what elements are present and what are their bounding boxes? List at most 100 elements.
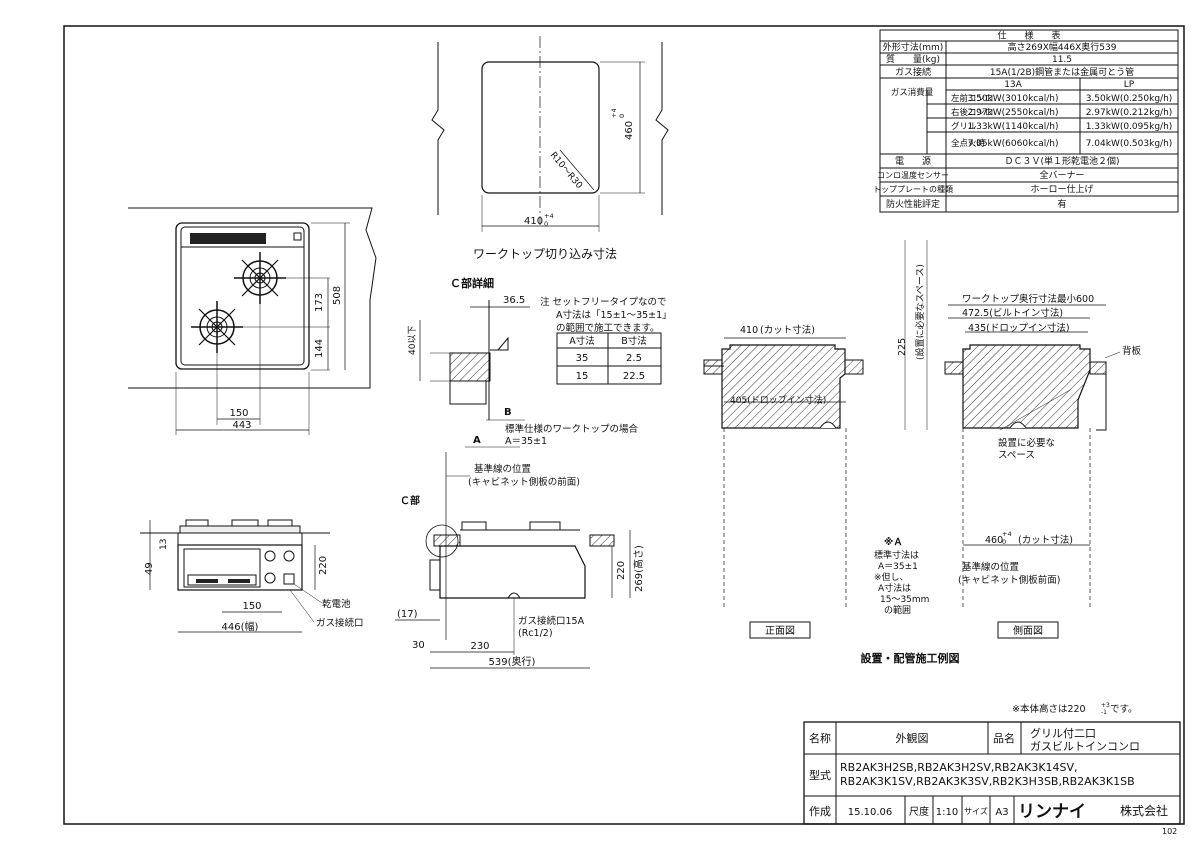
cutout-dim-460: 460 <box>624 121 635 140</box>
install-note-line: ※但し、 <box>874 571 909 583</box>
tb-product-label: 品名 <box>993 731 1015 745</box>
spec-title: 仕 様 表 <box>997 30 1060 42</box>
install-dim-225: 225 <box>897 338 908 356</box>
sheet-number: 102 <box>1162 827 1177 836</box>
gas-row-label: 全点火時 <box>951 138 986 149</box>
gas-row-lp: 1.33kW(0.095kg/h) <box>1086 122 1173 132</box>
gas-13a-header: 13A <box>1004 80 1022 90</box>
front-body <box>177 544 303 591</box>
cutout-tol-plus: +4 <box>610 108 618 118</box>
cutout-dim-410: 410 <box>524 216 543 227</box>
top-dim-144: 144 <box>314 339 325 358</box>
c-note-line: 注 セットフリータイプなので <box>540 296 667 308</box>
gas-row-lp: 7.04kW(0.503kg/h) <box>1086 139 1173 149</box>
height-note: ※本体高さは220 <box>1012 703 1086 715</box>
gas-row-label: グリル <box>951 121 977 132</box>
gas-row-13a: 2.97kW(2550kcal/h) <box>968 108 1059 118</box>
tb-name-label: 名称 <box>809 731 831 745</box>
top-dim-150: 150 <box>229 408 248 419</box>
side-dim-230: 230 <box>470 641 489 652</box>
install-note-a: ※Ａ <box>884 537 903 548</box>
c-table-cell: 22.5 <box>623 371 645 382</box>
company-suffix: 株式会社 <box>1120 803 1168 818</box>
spec-row-label: 外形寸法(mm) <box>883 41 944 53</box>
gas-row-13a: 3.50kW(3010kcal/h) <box>968 94 1059 104</box>
c-std-note: 標準仕様のワークトップの場合 <box>505 423 639 435</box>
spec-row-label: トッププレートの種類 <box>873 184 953 194</box>
top-plate <box>175 222 310 370</box>
top-view: 173 144 508 150 443 <box>128 207 377 435</box>
install-side-cut-label: (カット寸法) <box>1018 534 1073 546</box>
gas-row-lp: 3.50kW(0.250kg/h) <box>1086 94 1173 104</box>
cutout-tol-zero: 0 <box>618 114 626 118</box>
front-dim-13: 13 <box>159 539 169 550</box>
install-side-label: 側面図 <box>1013 624 1043 637</box>
spec-row-value: ホーロー仕上げ <box>1030 183 1093 195</box>
c-dim-40: 40以下 <box>408 326 418 355</box>
install-ref-1: 基準線の位置 <box>962 561 1019 573</box>
spec-row-label: ガス接続 <box>895 66 931 78</box>
side-dim-269: 269(高さ) <box>632 545 645 592</box>
burner-front-left <box>191 301 243 353</box>
tb-scale-value: 1:10 <box>936 807 958 818</box>
c-dim-36-5: 36.5 <box>503 295 525 306</box>
c-label-a: A <box>473 435 481 446</box>
install-front-cut: 410 <box>740 325 758 336</box>
side-dim-539: 539(奥行) <box>489 655 536 668</box>
top-dim-173: 173 <box>314 293 325 312</box>
install-caption: 設置・配管施工例図 <box>861 651 960 665</box>
install-space-1: 設置に必要な <box>998 437 1055 449</box>
install-back-plate: 背板 <box>1122 345 1142 357</box>
install-ref-2: (キャビネット側板前面) <box>958 574 1060 586</box>
c-detail-title: Ｃ部詳細 <box>450 276 494 290</box>
install-space-vertical: (設置に必要なスペース) <box>914 264 926 360</box>
side-c-label: Ｃ部 <box>400 494 420 507</box>
c-note-line: の範囲で施工できます。 <box>556 322 660 334</box>
company-logo: リンナイ <box>1018 802 1086 822</box>
height-note-tol2: -1 <box>1101 709 1107 716</box>
spec-row-label: 電 源 <box>895 156 931 167</box>
front-dim-220: 220 <box>318 556 329 575</box>
ref-line-2: (キャビネット側板の前面) <box>468 476 580 488</box>
install-note-line: の範囲 <box>884 604 911 616</box>
c-table-cell: 2.5 <box>626 353 642 364</box>
cutout-caption: ワークトップ切り込み寸法 <box>473 247 617 261</box>
c-note-line: A寸法は「15±1～35±1」 <box>556 309 672 321</box>
reference-line-note: 基準線の位置 (キャビネット側板の前面) <box>445 452 580 640</box>
tb-model-1: RB2AK3H2SB,RB2AK3H2SV,RB2AK3K14SV, <box>840 761 1078 774</box>
spec-row-label: 質 量(kg) <box>886 53 940 65</box>
side-dim-30: 30 <box>412 640 425 651</box>
title-block: 名称 外観図 品名 グリル付二口 ガスビルトインコンロ 型式 RB2AK3H2S… <box>803 721 1181 825</box>
gas-lp-header: LP <box>1124 80 1135 90</box>
spec-row-value: 高さ269X幅446X奥行539 <box>1008 41 1117 53</box>
c-table-head: B寸法 <box>621 335 647 347</box>
front-gas-port-label: ガス接続口 <box>316 617 364 629</box>
gas-row-lp: 2.97kW(0.212kg/h) <box>1086 108 1173 118</box>
front-battery-label: 乾電池 <box>322 598 351 610</box>
install-drop-435: 435(ドロップイン寸法) <box>968 322 1070 334</box>
spec-row-value: 有 <box>1057 198 1066 210</box>
ref-line-1: 基準線の位置 <box>474 463 531 475</box>
height-note-suffix: です。 <box>1110 704 1138 715</box>
tb-size-value: A3 <box>995 807 1008 818</box>
tb-name-value: 外観図 <box>896 731 929 745</box>
spec-row-value: 全バーナー <box>1039 169 1084 181</box>
top-dim-508: 508 <box>332 286 343 305</box>
cutout-tol-zero: 0 <box>544 220 548 228</box>
top-dim-443: 443 <box>232 420 251 431</box>
top-vent <box>190 233 266 244</box>
install-front-cut-label: (カット寸法) <box>760 324 815 336</box>
height-note-tol: +3 <box>1101 702 1110 709</box>
spec-row-value: ＤＣ３Ｖ(単１形乾電池２個) <box>1004 155 1119 167</box>
side-dim-17: (17) <box>397 609 418 620</box>
front-dim-150: 150 <box>242 601 261 612</box>
install-note-line: A寸法は <box>878 582 911 594</box>
spec-table: 仕 様 表 外形寸法(mm) 高さ269X幅446X奥行539 質 量(kg) … <box>873 29 1179 213</box>
tb-product-2: ガスビルトインコンロ <box>1030 740 1140 753</box>
side-gas-port-1: ガス接続口15A <box>518 615 585 627</box>
gas-row-label: 右後コンロ <box>951 107 994 118</box>
gas-row-13a: 7.05kW(6060kcal/h) <box>968 139 1059 149</box>
cutout-tol-plus: +4 <box>544 212 554 220</box>
